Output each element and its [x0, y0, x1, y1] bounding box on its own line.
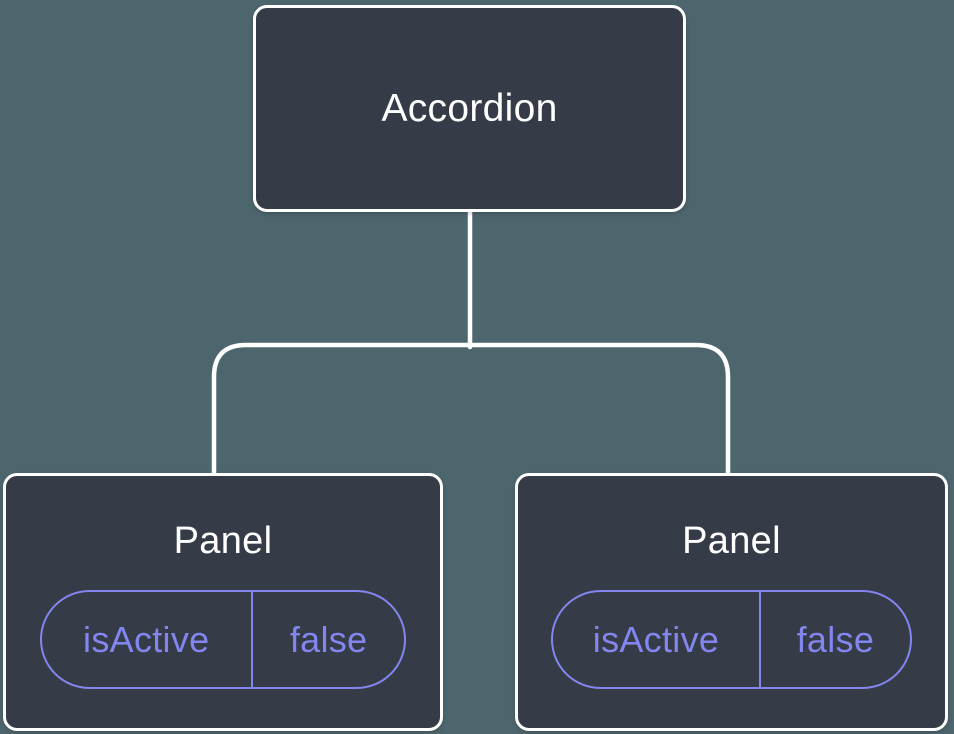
accordion-node-label: Accordion [381, 86, 558, 130]
prop-name: isActive [83, 618, 210, 660]
prop-badge-divider [250, 592, 253, 687]
prop-value: false [796, 618, 875, 660]
panel-node-label: Panel [682, 520, 781, 562]
tree-node-panel-1: Panel isActive false [3, 473, 443, 731]
prop-name: isActive [592, 618, 720, 660]
connector-branch-bracket [211, 342, 731, 476]
prop-badge: isActive false [39, 590, 407, 689]
tree-node-panel-2: Panel isActive false [515, 473, 948, 731]
panel-node-label: Panel [173, 520, 273, 562]
prop-badge: isActive false [551, 590, 912, 689]
prop-badge-divider [758, 592, 761, 687]
prop-value: false [289, 618, 368, 660]
tree-node-accordion: Accordion [253, 5, 686, 212]
